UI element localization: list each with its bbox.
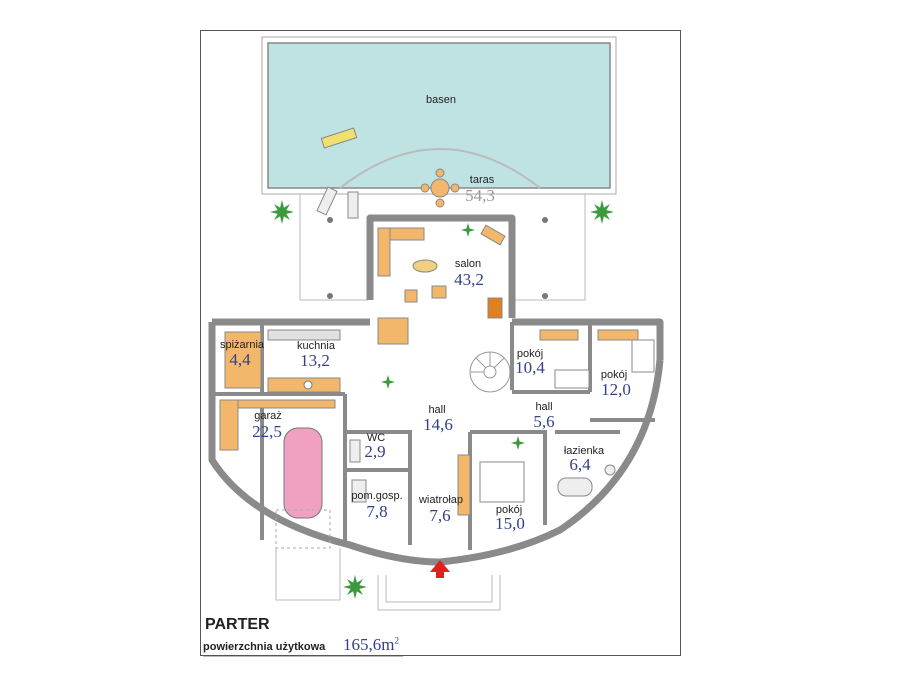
footer-divider <box>203 656 403 657</box>
room-label-garaz: garaż <box>254 410 282 422</box>
room-area-wiatrolap: 7,6 <box>429 506 451 525</box>
entry-arrow-icon <box>430 560 450 578</box>
room-label-hall-2: hall <box>535 401 553 413</box>
entry-steps <box>377 575 501 611</box>
room-label-spizarnia: spiżarnia <box>219 339 265 351</box>
room-label-wiatrolap: wiatrołap <box>418 494 464 506</box>
floor-title: PARTER <box>205 616 270 633</box>
room-label-lazienka: łazienka <box>563 445 605 457</box>
room-label-salon: salon <box>454 258 482 270</box>
room-area-lazienka: 6,4 <box>569 455 591 474</box>
usable-area-label: powierzchnia użytkowa <box>203 641 326 653</box>
salon-furniture <box>377 224 506 345</box>
staircase <box>469 351 511 393</box>
room-label-pom-gosp: pom.gosp. <box>351 490 403 502</box>
bathroom-fixtures <box>349 439 616 503</box>
garage <box>219 399 341 601</box>
room-label-wc: WC <box>366 432 386 444</box>
room-label-hall-1: hall <box>428 404 446 416</box>
sun-loungers <box>316 186 359 219</box>
bedroom-furniture <box>457 329 655 516</box>
terrace <box>299 194 586 301</box>
room-area-pokoj-1: 10,4 <box>515 358 545 377</box>
room-area-salon: 43,2 <box>454 270 484 289</box>
room-label-basen: basen <box>426 94 456 106</box>
kitchen-furniture <box>224 329 341 393</box>
room-area-pom-gosp: 7,8 <box>366 502 388 521</box>
usable-area-value: 165,6m2 <box>343 635 399 654</box>
room-area-pokoj-3: 15,0 <box>495 514 525 533</box>
room-label-taras: taras <box>469 174 495 186</box>
terrace-table <box>420 168 460 208</box>
plant-icons <box>270 200 614 599</box>
room-area-taras: 54,3 <box>465 186 495 205</box>
room-label-kuchnia: kuchnia <box>297 340 335 352</box>
room-area-pokoj-2: 12,0 <box>601 380 631 399</box>
house-walls <box>208 214 664 566</box>
room-area-kuchnia: 13,2 <box>300 351 330 370</box>
room-area-spizarnia: 4,4 <box>229 350 251 369</box>
room-area-garaz: 22,5 <box>252 422 282 441</box>
pool <box>261 36 617 195</box>
room-label-pokoj-2: pokój <box>600 369 628 381</box>
room-area-hall-1: 14,6 <box>423 415 453 434</box>
room-area-wc: 2,9 <box>364 442 386 461</box>
room-label-pokoj-3: pokój <box>495 504 523 516</box>
room-label-pokoj-1: pokój <box>516 348 544 360</box>
room-area-hall-2: 5,6 <box>533 412 555 431</box>
